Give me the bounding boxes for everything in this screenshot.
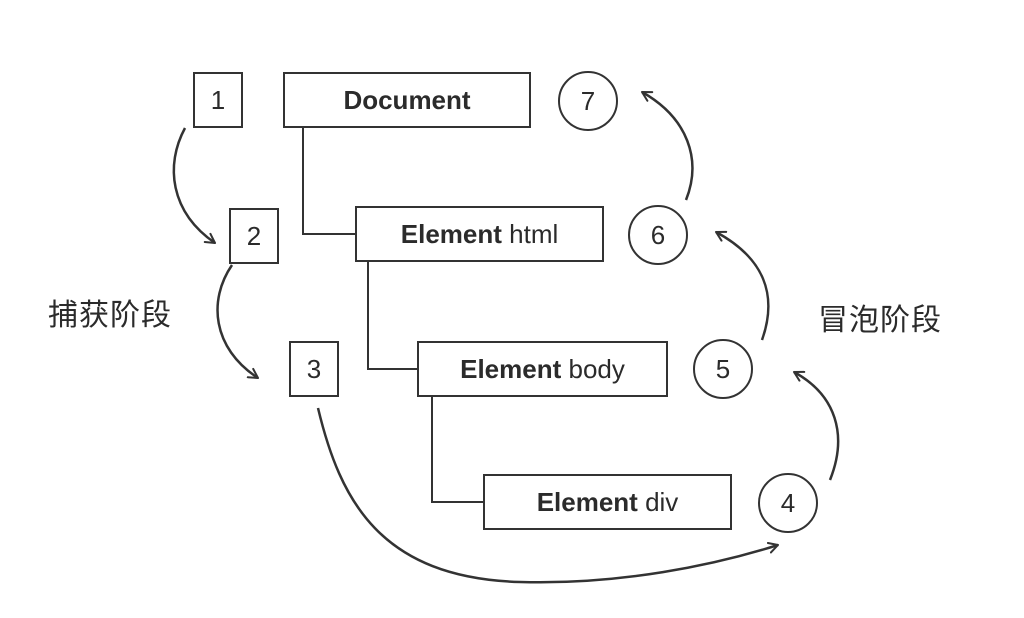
capture-phase-label: 捕获阶段	[48, 298, 172, 333]
bubble-arrow-5-6	[715, 230, 770, 341]
capture-step-3: 3	[289, 341, 339, 397]
capture-step-2: 2	[229, 208, 279, 264]
bubble-arrow-4-5	[793, 370, 840, 481]
node-div-tag: div	[637, 486, 679, 517]
node-document-label: Document	[343, 84, 471, 115]
tree-connector-document-html	[302, 128, 356, 235]
node-document: Document	[283, 72, 531, 128]
node-element-body: Element body	[417, 341, 668, 397]
bubble-step-5: 5	[693, 339, 753, 399]
capture-arrow-3-4	[316, 407, 779, 584]
bubble-arrow-6-7	[641, 90, 694, 201]
bubble-step-7: 7	[558, 71, 618, 131]
node-html-tag: html	[501, 218, 559, 249]
node-body-tag: body	[561, 353, 625, 384]
capture-step-1: 1	[193, 72, 243, 128]
bubble-step-4: 4	[758, 473, 818, 533]
node-html-keyword: Element	[400, 218, 502, 249]
capture-arrow-2-3	[216, 264, 259, 380]
node-div-keyword: Element	[536, 486, 638, 517]
capture-arrow-1-2	[172, 127, 216, 245]
tree-connector-body-div	[431, 397, 484, 503]
node-body-keyword: Element	[460, 353, 562, 384]
node-element-html: Element html	[355, 206, 604, 262]
node-element-div: Element div	[483, 474, 732, 530]
bubble-step-6: 6	[628, 205, 688, 265]
bubble-phase-label: 冒泡阶段	[818, 303, 942, 338]
tree-connector-html-body	[367, 262, 418, 370]
